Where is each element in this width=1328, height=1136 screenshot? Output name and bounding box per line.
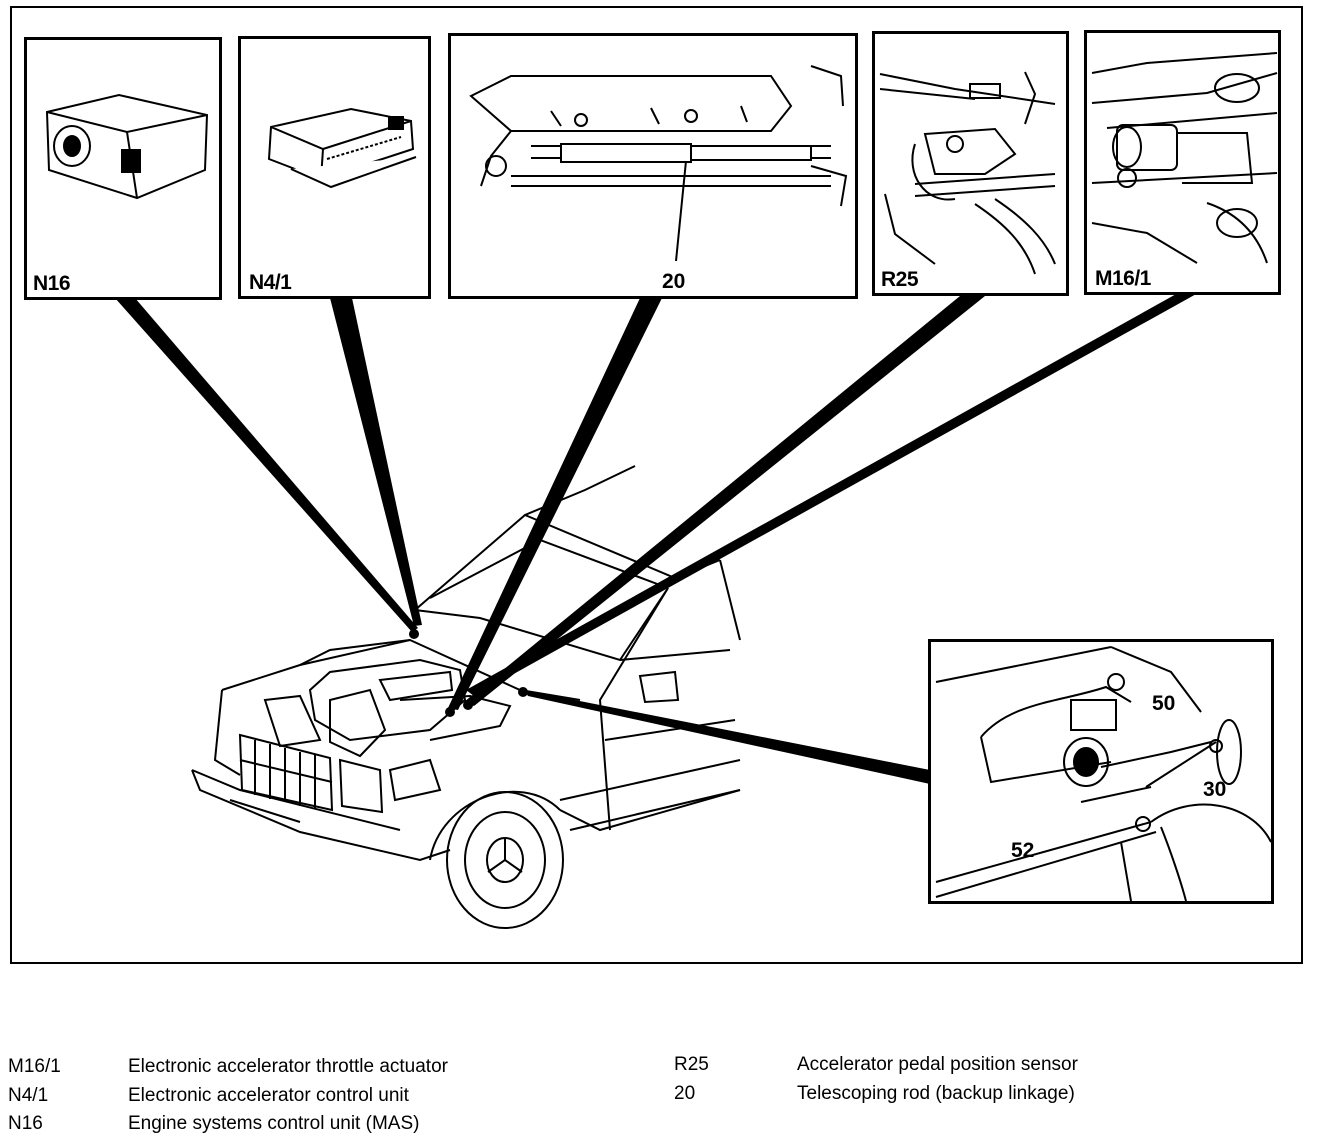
inset-20: 20 — [448, 33, 858, 299]
leader-pedal — [524, 690, 930, 784]
inset-label: 20 — [662, 270, 686, 293]
callout-50: 50 — [1152, 692, 1176, 715]
inset-label: N16 — [33, 272, 71, 295]
leader-r25 — [464, 296, 985, 706]
car-outline — [191, 465, 741, 929]
legend-description: Electronic accelerator control unit — [128, 1085, 409, 1106]
legend: M16/1 Electronic accelerator throttle ac… — [0, 1050, 1328, 1136]
legend-description: Electronic accelerator throttle actuator — [128, 1056, 448, 1077]
legend-description: Accelerator pedal position sensor — [797, 1054, 1078, 1075]
legend-code: M16/1 — [8, 1056, 61, 1077]
legend-code: 20 — [674, 1083, 696, 1104]
control-unit-n16-illustration — [45, 93, 209, 200]
accelerator-pedal-illustration — [935, 646, 1271, 901]
leader-n4-1 — [330, 298, 422, 626]
legend-code: N4/1 — [8, 1085, 49, 1106]
legend-code: N16 — [8, 1113, 43, 1134]
inset-r25: R25 — [872, 31, 1069, 296]
callout-30: 30 — [1203, 778, 1227, 801]
pointer-dots — [409, 629, 528, 717]
inset-label: R25 — [881, 268, 919, 291]
inset-label: M16/1 — [1095, 267, 1151, 290]
leader-20 — [448, 298, 662, 710]
callout-52: 52 — [1011, 839, 1035, 862]
leader-n16 — [115, 298, 418, 632]
diagram-frame — [10, 6, 1303, 964]
control-unit-n4-1-illustration — [267, 107, 417, 189]
leader-lines — [115, 293, 1198, 784]
legend-description: Telescoping rod (backup linkage) — [797, 1083, 1075, 1104]
telescoping-rod-illustration — [469, 65, 848, 262]
throttle-actuator-m16-1-illustration — [1091, 52, 1278, 264]
inset-n4-1: N4/1 — [238, 36, 431, 299]
legend-code: R25 — [674, 1054, 709, 1075]
inset-m16-1: M16/1 — [1084, 30, 1281, 295]
diagram-drawing — [115, 293, 1198, 929]
legend-description: Engine systems control unit (MAS) — [128, 1113, 420, 1134]
inset-label: N4/1 — [249, 271, 292, 294]
pedal-sensor-r25-illustration — [879, 71, 1056, 275]
inset-n16: N16 — [24, 37, 222, 300]
inset-pedal: 50 30 52 — [928, 639, 1274, 904]
leader-m16-1 — [466, 293, 1198, 696]
